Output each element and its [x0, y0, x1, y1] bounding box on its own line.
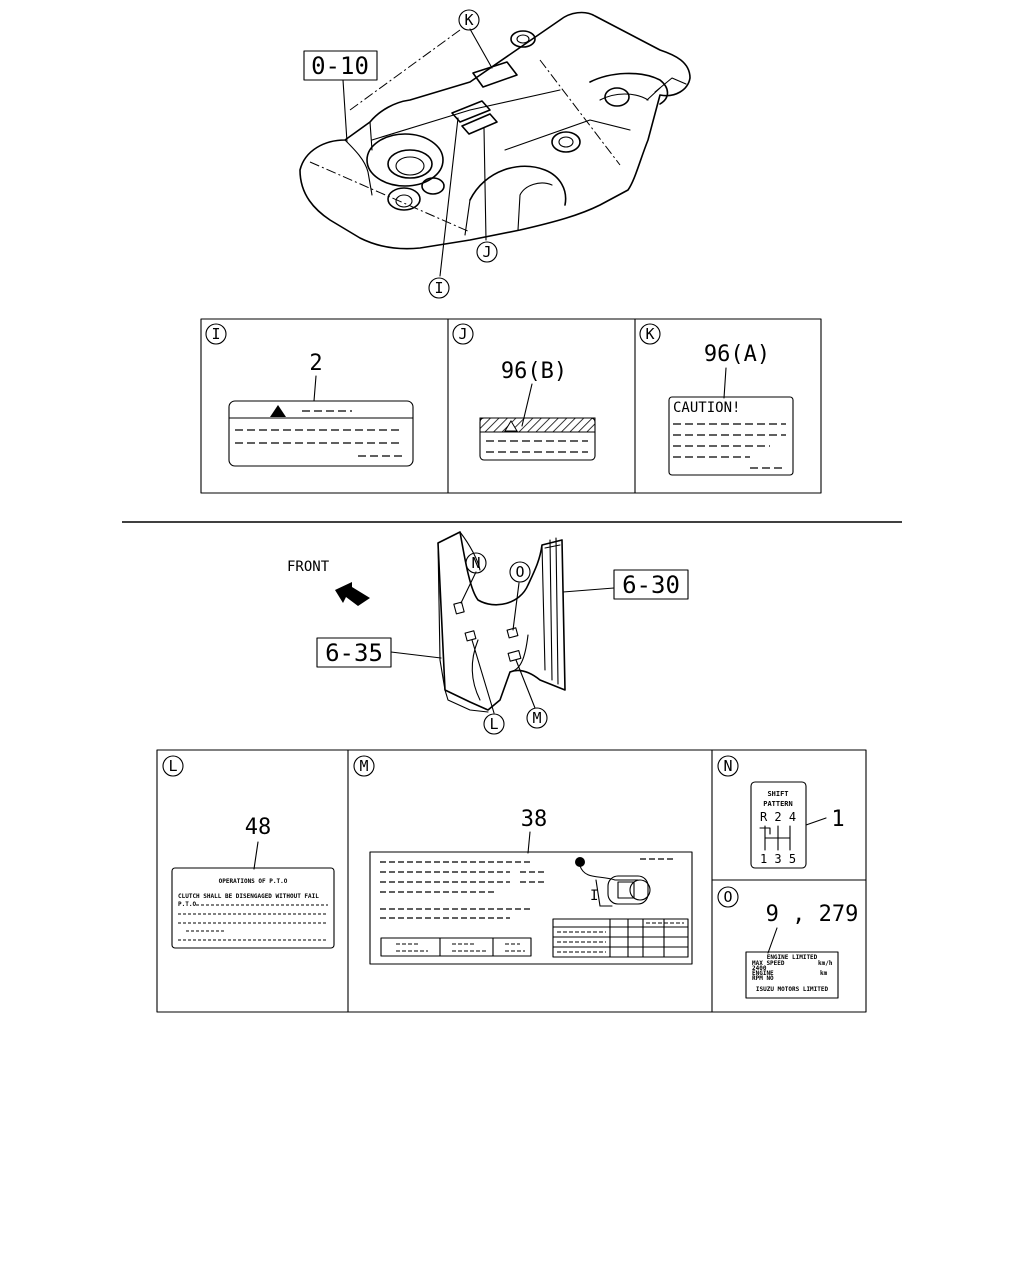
svg-text:MAX SPEED: MAX SPEED: [752, 960, 785, 967]
svg-text:6-35: 6-35: [325, 639, 383, 667]
caution-label-k: CAUTION!: [668, 396, 794, 476]
callout-m: M: [526, 707, 548, 729]
warning-label-i: [228, 400, 414, 467]
label-table-right: [552, 918, 689, 958]
svg-text:J: J: [458, 325, 467, 343]
callout-i: I: [428, 277, 450, 299]
panel-k: K 96(A) CAUTION!: [639, 323, 794, 476]
pto-lever-icon: I: [575, 857, 651, 907]
svg-text:6-30: 6-30: [622, 571, 680, 599]
svg-text:RPM NO: RPM NO: [752, 975, 774, 982]
svg-text:N: N: [723, 757, 732, 775]
label-patch-o: [506, 627, 519, 639]
svg-text:M: M: [359, 757, 368, 775]
svg-text:K: K: [464, 11, 473, 29]
svg-text:PATTERN: PATTERN: [763, 800, 793, 808]
svg-text:9 , 279: 9 , 279: [766, 902, 859, 927]
svg-text:O: O: [723, 888, 732, 906]
callout-o: O: [509, 561, 531, 583]
svg-text:CLUTCH SHALL BE DISENGAGED WIT: CLUTCH SHALL BE DISENGAGED WITHOUT FAIL: [178, 893, 319, 900]
warning-triangle-icon: [504, 420, 518, 432]
callout-l: L: [483, 713, 505, 735]
panel-l: L 48 OPERATIONS OF P.T.O CLUTCH SHALL BE…: [162, 755, 335, 949]
ref-box-6-30: 6-30: [613, 569, 689, 600]
label-patch-m: [507, 650, 522, 662]
top-panels: I 2 J 96(B): [200, 318, 822, 494]
svg-text:CAUTION!: CAUTION!: [673, 400, 740, 416]
front-arrow-icon: [335, 582, 370, 606]
pto-label: OPERATIONS OF P.T.O CLUTCH SHALL BE DISE…: [171, 867, 335, 949]
label-patch-n: [453, 601, 465, 615]
svg-text:OPERATIONS OF P.T.O: OPERATIONS OF P.T.O: [219, 878, 288, 885]
panel-j: J 96(B): [452, 323, 596, 461]
bottom-panels: L 48 OPERATIONS OF P.T.O CLUTCH SHALL BE…: [156, 749, 867, 1013]
ref-box-0-10: 0-10: [303, 50, 378, 81]
svg-text:SHIFT: SHIFT: [767, 790, 788, 798]
svg-text:2: 2: [309, 351, 322, 376]
panel-i: I 2: [205, 323, 414, 467]
warning-label-j: [479, 417, 596, 461]
svg-text:ISUZU MOTORS LIMITED: ISUZU MOTORS LIMITED: [756, 986, 829, 993]
front-label: FRONT: [287, 559, 330, 575]
svg-text:1: 1: [831, 807, 844, 832]
svg-text:2400: 2400: [752, 965, 767, 972]
svg-text:km/h: km/h: [818, 960, 833, 967]
svg-text:M: M: [532, 709, 541, 727]
panel-o: O 9 , 279 ENGINE LIMITED MAX SPEED km/h …: [717, 886, 859, 999]
panel-n: N 1 SHIFT PATTERN R 2 4 1 3 5: [717, 755, 845, 869]
svg-text:K: K: [645, 325, 654, 343]
svg-text:N: N: [471, 554, 480, 572]
pto-instruction-label: I: [369, 851, 693, 965]
label-patch-j: [461, 113, 498, 135]
svg-text:38: 38: [521, 807, 548, 832]
engine-speed-label: ENGINE LIMITED MAX SPEED km/h 2400 ENGIN…: [745, 951, 839, 999]
svg-text:J: J: [482, 243, 491, 261]
svg-text:P.T.O: P.T.O: [178, 901, 196, 908]
callout-j: J: [476, 241, 498, 263]
label-patch-k: [472, 61, 518, 88]
svg-text:96(B): 96(B): [501, 359, 567, 384]
callout-k: K: [458, 9, 480, 31]
svg-text:0-10: 0-10: [311, 52, 369, 80]
shift-pattern-label: SHIFT PATTERN R 2 4 1 3 5: [750, 781, 807, 869]
ref-box-6-35: 6-35: [316, 637, 392, 668]
svg-text:I: I: [590, 888, 598, 904]
svg-text:km: km: [820, 970, 828, 977]
svg-text:L: L: [168, 757, 177, 775]
svg-text:1 3 5: 1 3 5: [760, 852, 796, 866]
svg-text:I: I: [434, 279, 443, 297]
callout-n: N: [465, 552, 487, 574]
side-view: FRONT N O: [287, 531, 689, 735]
svg-text:ENGINE: ENGINE: [752, 970, 774, 977]
svg-text:ENGINE LIMITED: ENGINE LIMITED: [767, 954, 818, 961]
svg-text:O: O: [515, 563, 524, 581]
svg-text:R 2 4: R 2 4: [760, 810, 796, 824]
panel-m: M 38: [353, 755, 693, 965]
svg-text:96(A): 96(A): [704, 342, 770, 367]
label-table-left: [380, 937, 532, 957]
svg-text:48: 48: [245, 815, 272, 840]
svg-text:L: L: [489, 715, 498, 733]
top-cab-floor-view: K J I 0-10: [299, 9, 691, 299]
label-patch-l: [464, 630, 477, 642]
warning-triangle-icon: [270, 405, 286, 417]
svg-text:I: I: [211, 325, 220, 343]
